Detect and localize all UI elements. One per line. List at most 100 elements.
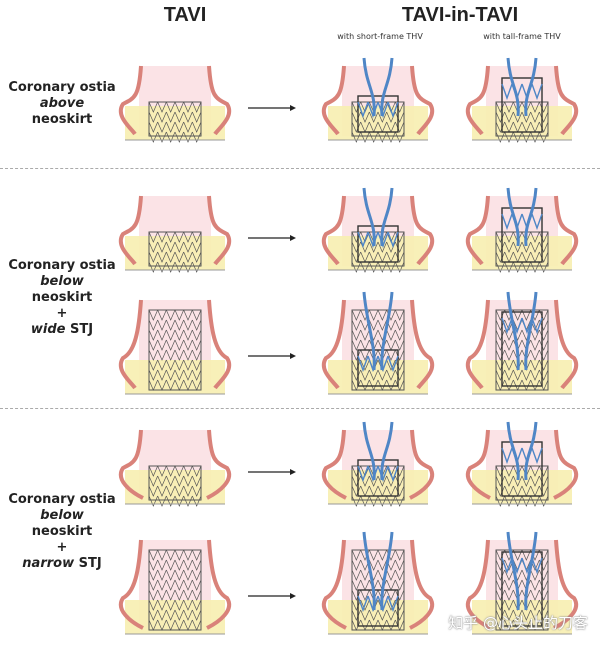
coronary-catheter-right	[380, 291, 394, 371]
inner-thv-frame	[357, 459, 399, 497]
group-3-label: Coronary ostia below neoskirt + narrow S…	[2, 492, 122, 572]
coronary-catheter-left	[362, 187, 376, 247]
inner-thv-leaflets	[501, 317, 543, 335]
label-line: narrow STJ	[22, 556, 102, 571]
stent-lattice	[148, 101, 202, 143]
label-line: Coronary ostia	[8, 492, 116, 507]
label-line: +	[56, 306, 68, 321]
coronary-catheter-right	[524, 57, 538, 117]
group-1-label: Coronary ostia above neoskirt	[2, 80, 122, 128]
coronary-catheter-right	[524, 187, 538, 247]
annulus-band	[125, 470, 225, 504]
aortic-wall-right	[409, 539, 434, 630]
separator-2	[0, 408, 600, 409]
label-line: neoskirt	[31, 524, 93, 539]
aortic-wall-right	[554, 195, 579, 266]
aortic-wall-right	[554, 299, 579, 390]
inner-thv-leaflets	[357, 231, 399, 249]
inner-thv-leaflets	[357, 101, 399, 119]
valve-panel	[119, 429, 231, 507]
annulus-band	[472, 360, 572, 394]
valve-panel	[321, 57, 435, 143]
valve-panel	[466, 421, 578, 507]
inner-thv-frame	[357, 225, 399, 263]
annulus-band	[472, 106, 572, 140]
coronary-catheter-left	[506, 421, 520, 481]
valve-panel	[322, 421, 434, 507]
annulus-band	[328, 600, 428, 634]
coronary-catheter-right	[524, 531, 538, 611]
coronary-catheter-right	[380, 421, 394, 481]
aortic-wall-left	[465, 195, 490, 266]
tavi-in-tavi-header: TAVI-in-TAVI	[401, 4, 519, 26]
annulus-band	[125, 106, 225, 140]
arrow-head	[290, 469, 296, 475]
arrow-head	[290, 235, 296, 241]
valve-panel	[465, 291, 579, 395]
aortic-wall-right	[207, 195, 232, 266]
separator-1	[0, 168, 600, 169]
inner-thv-frame	[501, 207, 543, 263]
aortic-wall-right	[554, 65, 579, 136]
valve-panel	[118, 65, 232, 143]
short-frame-subheader: with short-frame THV	[337, 32, 423, 41]
inner-thv-frame	[357, 95, 399, 133]
arrow-head	[290, 593, 296, 599]
aortic-wall-right	[206, 539, 231, 630]
aortic-wall-left	[118, 299, 143, 390]
annulus-band	[472, 470, 572, 504]
aortic-wall-right	[553, 429, 578, 500]
coronary-catheter-right	[380, 187, 394, 247]
label-line: Coronary ostia	[8, 80, 116, 95]
aortic-wall-left	[321, 299, 346, 390]
label-line: neoskirt	[31, 112, 93, 127]
stent-lattice	[148, 231, 202, 273]
coronary-catheter-right	[524, 421, 538, 481]
aortic-wall-left	[322, 429, 347, 500]
aortic-wall-right	[553, 539, 578, 630]
inner-thv-frame	[501, 441, 543, 497]
aortic-wall-left	[465, 65, 490, 136]
inner-thv-frame	[501, 551, 543, 627]
valve-panel	[321, 187, 435, 273]
aortic-wall-right	[410, 65, 435, 136]
aortic-wall-right	[409, 429, 434, 500]
valve-panel	[322, 531, 434, 635]
aortic-wall-right	[410, 195, 435, 266]
annulus-band	[472, 236, 572, 270]
inner-thv-frame	[501, 311, 543, 387]
inner-thv-frame	[501, 77, 543, 133]
annulus-band	[328, 470, 428, 504]
label-line: below	[40, 274, 84, 289]
coronary-catheter-right	[524, 291, 538, 371]
stent-lattice	[148, 309, 202, 391]
aortic-wall-left	[321, 195, 346, 266]
annulus-band	[125, 360, 225, 394]
tall-frame-subheader: with tall-frame THV	[483, 32, 561, 41]
stent-lattice	[148, 549, 202, 631]
valve-panel	[119, 539, 231, 635]
inner-thv-leaflets	[501, 557, 543, 575]
coronary-catheter-left	[506, 291, 520, 371]
aortic-wall-left	[118, 65, 143, 136]
inner-thv-leaflets	[357, 465, 399, 483]
coronary-catheter-left	[506, 531, 520, 611]
aortic-wall-right	[207, 299, 232, 390]
aortic-wall-left	[322, 539, 347, 630]
coronary-catheter-right	[380, 531, 394, 611]
valve-panel	[321, 291, 435, 395]
tavi-header: TAVI	[163, 4, 207, 26]
aortic-wall-left	[465, 299, 490, 390]
label-line: below	[40, 508, 84, 523]
watermark: 知乎 @心头止的刀客	[448, 614, 588, 632]
coronary-catheter-left	[362, 531, 376, 611]
label-line: +	[56, 540, 68, 555]
coronary-catheter-left	[362, 421, 376, 481]
coronary-catheter-left	[362, 291, 376, 371]
aortic-wall-right	[410, 299, 435, 390]
inner-thv-leaflets	[357, 595, 399, 613]
group-2-label: Coronary ostia below neoskirt + wide STJ	[2, 258, 122, 338]
aortic-wall-right	[207, 65, 232, 136]
aortic-wall-left	[119, 539, 144, 630]
